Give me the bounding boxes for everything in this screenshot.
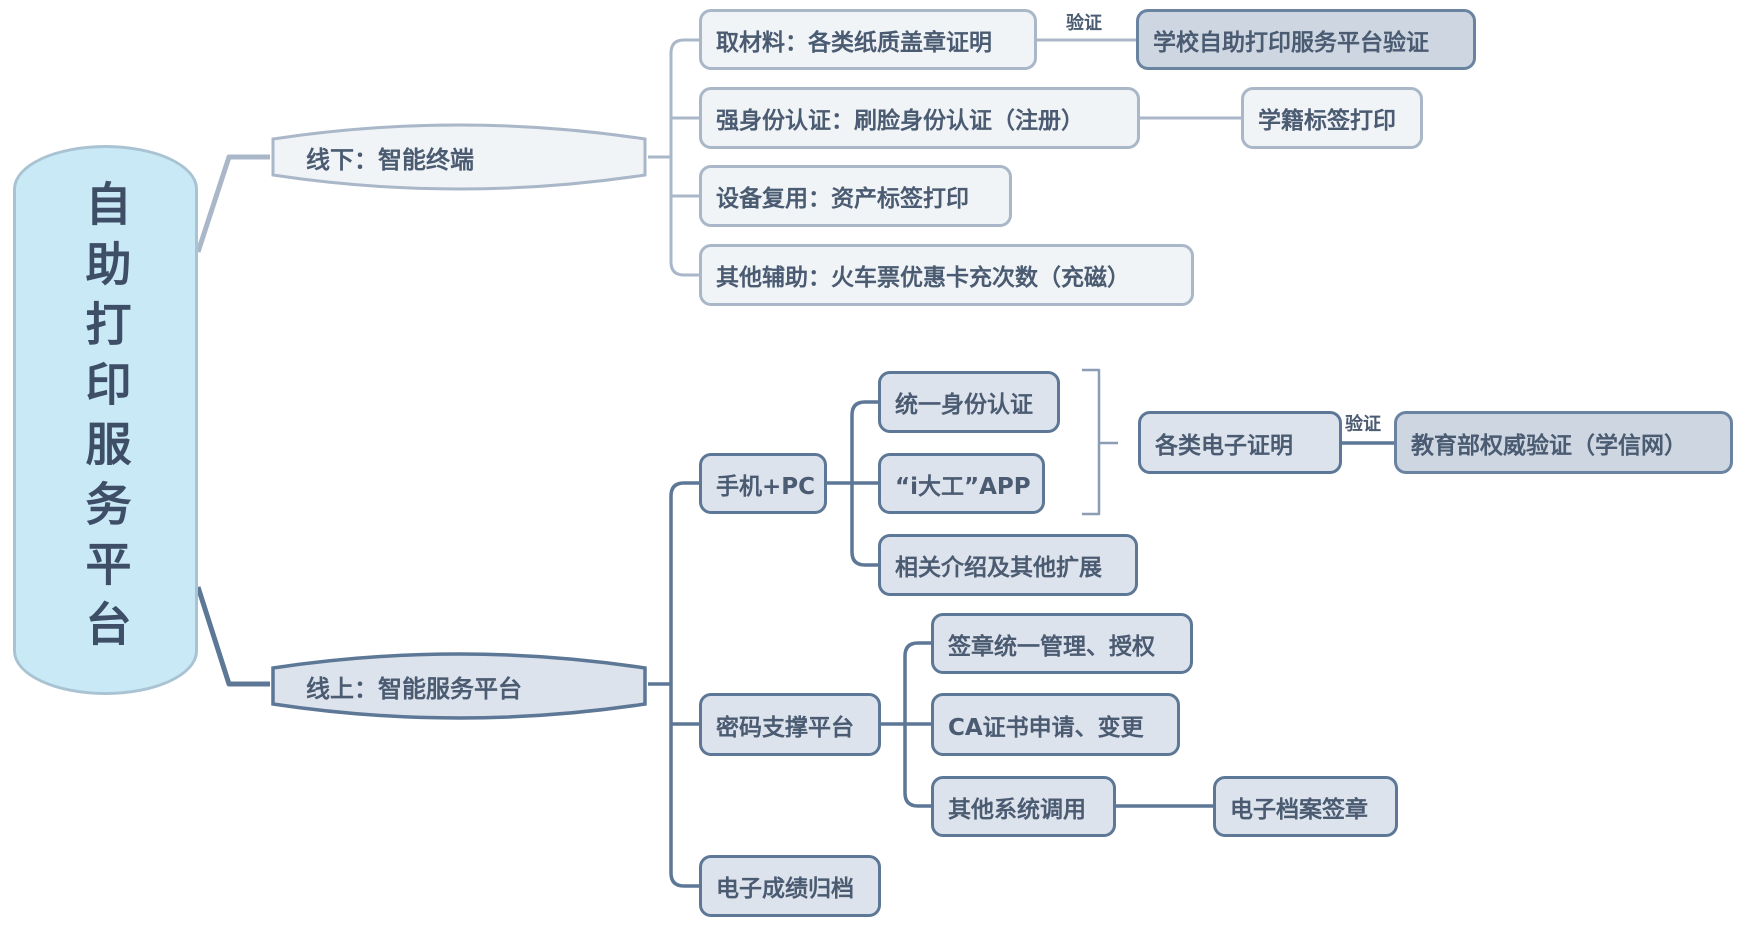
grade-archive-node[interactable]: 电子成绩归档 bbox=[699, 855, 881, 917]
offline-item-materials[interactable]: 取材料：各类纸质盖章证明 bbox=[699, 9, 1037, 70]
root-title: 自助打印服务平台 bbox=[78, 180, 133, 660]
offline-branch-node[interactable]: 线下：智能终端 bbox=[270, 115, 648, 199]
offline-item-other[interactable]: 其他辅助：火车票优惠卡充次数（充磁） bbox=[699, 244, 1194, 306]
ca-certificate-node[interactable]: CA证书申请、变更 bbox=[931, 693, 1180, 756]
other-system-call-node[interactable]: 其他系统调用 bbox=[931, 776, 1116, 837]
root-node[interactable]: 自助打印服务平台 bbox=[13, 145, 198, 695]
edge-label-verify-2: 验证 bbox=[1345, 414, 1381, 435]
e-certificates-node[interactable]: 各类电子证明 bbox=[1138, 411, 1342, 474]
moe-verify-node[interactable]: 教育部权威验证（学信网） bbox=[1394, 411, 1733, 474]
mobile-pc-node[interactable]: 手机+PC bbox=[699, 453, 827, 514]
offline-item-identity[interactable]: 强身份认证：刷脸身份认证（注册） bbox=[699, 87, 1140, 149]
offline-item-device[interactable]: 设备复用：资产标签打印 bbox=[699, 165, 1012, 227]
unified-auth-node[interactable]: 统一身份认证 bbox=[878, 371, 1060, 433]
e-archive-seal-node[interactable]: 电子档案签章 bbox=[1213, 776, 1398, 837]
seal-management-node[interactable]: 签章统一管理、授权 bbox=[931, 613, 1193, 674]
intro-extension-node[interactable]: 相关介绍及其他扩展 bbox=[878, 534, 1138, 596]
offline-branch-label: 线下：智能终端 bbox=[306, 145, 474, 174]
app-node[interactable]: “i大工”APP bbox=[878, 453, 1045, 514]
crypto-platform-node[interactable]: 密码支撑平台 bbox=[699, 693, 881, 756]
status-label-print-node[interactable]: 学籍标签打印 bbox=[1241, 87, 1423, 149]
online-branch-node[interactable]: 线上：智能服务平台 bbox=[270, 644, 648, 728]
online-branch-label: 线上：智能服务平台 bbox=[306, 674, 522, 703]
school-verify-node[interactable]: 学校自助打印服务平台验证 bbox=[1136, 9, 1476, 70]
edge-label-verify: 验证 bbox=[1066, 13, 1102, 34]
